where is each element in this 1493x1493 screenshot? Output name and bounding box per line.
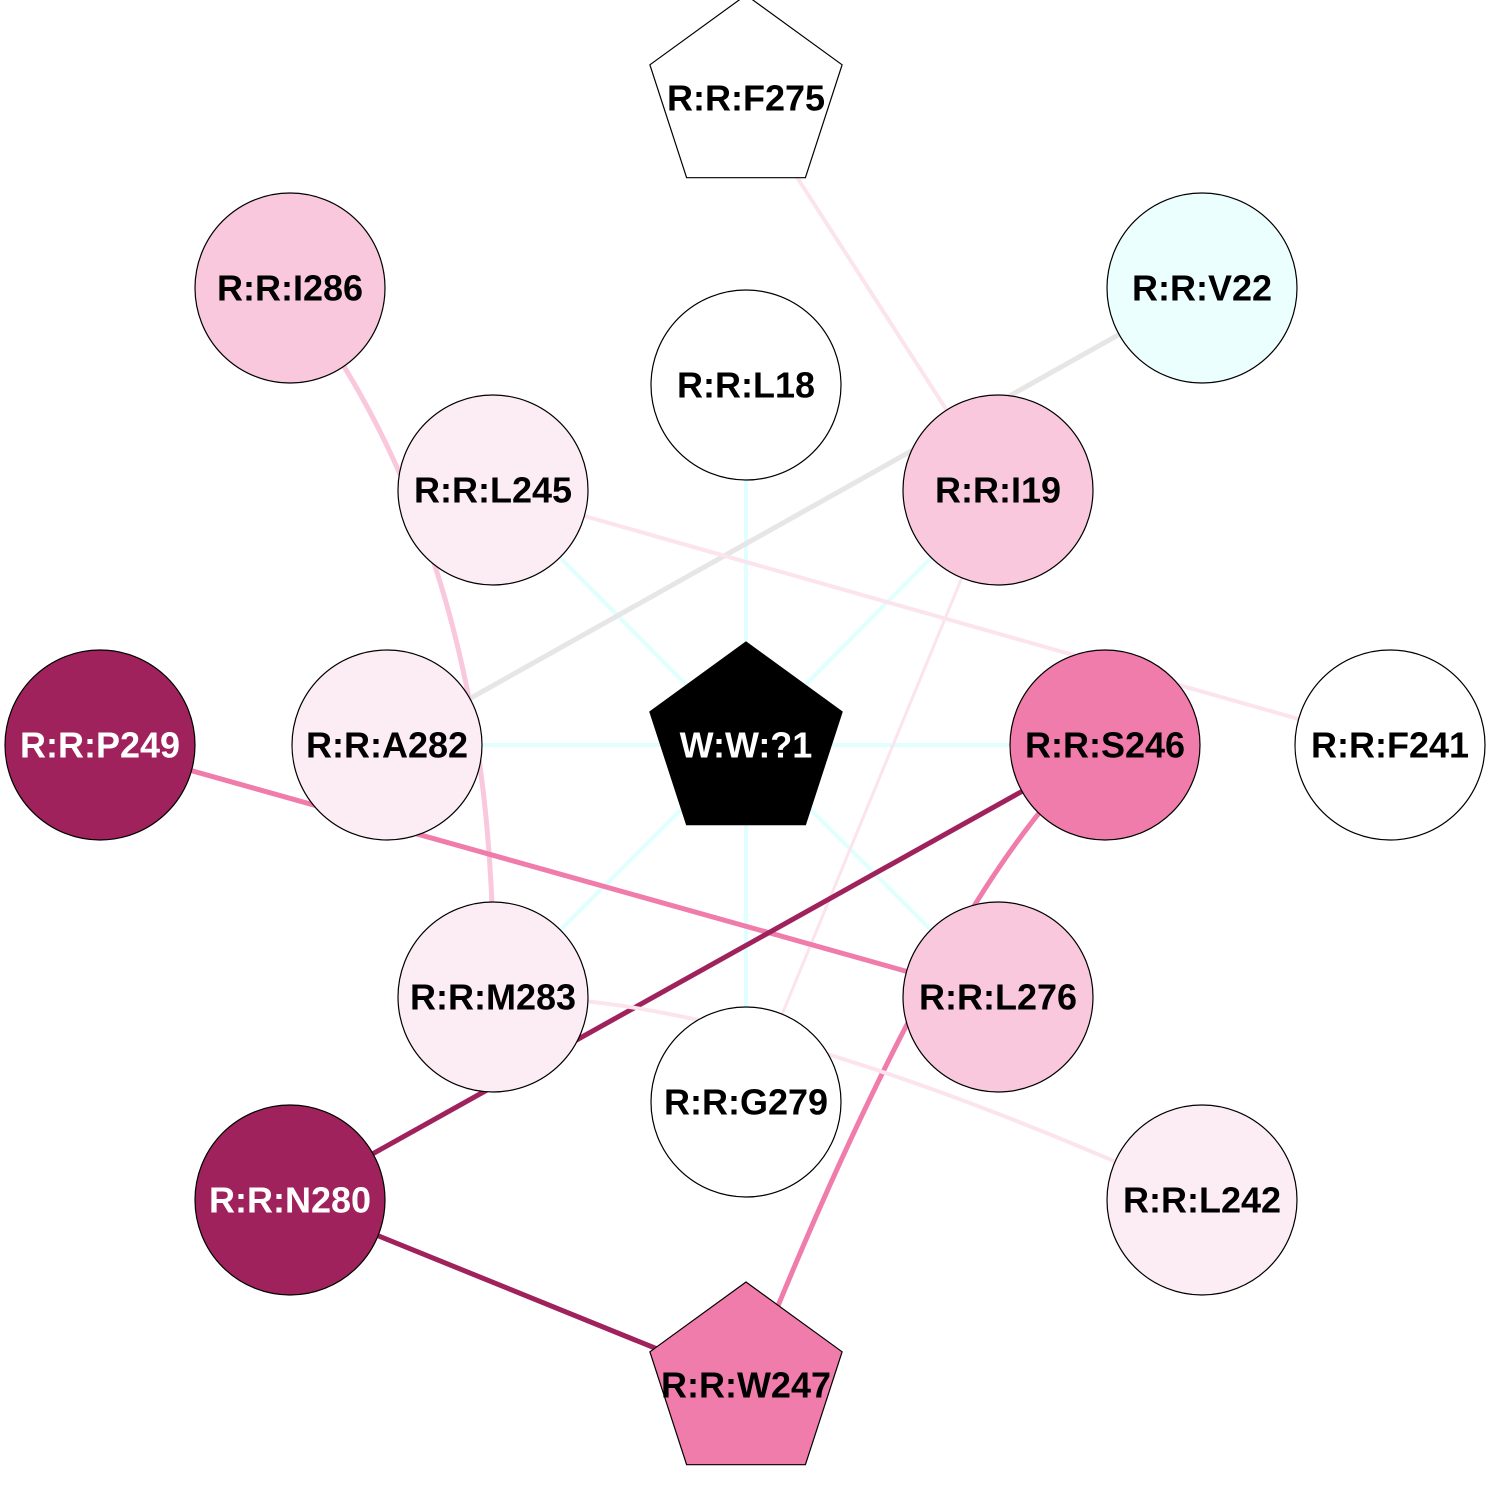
node-f241[interactable]: R:R:F241 [1294, 649, 1486, 841]
node-l242[interactable]: R:R:L242 [1106, 1104, 1298, 1296]
node-circle [397, 394, 589, 586]
node-circle [291, 649, 483, 841]
edge-v22-a282 [385, 285, 1204, 748]
node-pentagon [649, 1281, 843, 1466]
node-label: R:R:M283 [410, 977, 576, 1018]
node-circle [1106, 1104, 1298, 1296]
node-circle [902, 901, 1094, 1093]
node-label: R:R:L276 [919, 977, 1077, 1018]
node-circle [1294, 649, 1486, 841]
edge-s246-n280 [288, 742, 1107, 1203]
node-n280[interactable]: R:R:N280 [194, 1104, 386, 1296]
node-s246[interactable]: R:R:S246 [1009, 649, 1201, 841]
node-label: R:R:W247 [661, 1365, 831, 1406]
edge-p249-l276 [99, 742, 999, 1000]
node-label: W:W:?1 [680, 725, 813, 766]
node-circle [1009, 649, 1201, 841]
node-label: R:R:F241 [1311, 725, 1469, 766]
node-l276[interactable]: R:R:L276 [902, 901, 1094, 1093]
node-p249[interactable]: R:R:P249 [4, 649, 196, 841]
node-label: R:R:A282 [306, 725, 468, 766]
node-label: R:R:P249 [20, 725, 180, 766]
node-circle [397, 901, 589, 1093]
node-label: R:R:F275 [667, 78, 825, 119]
node-circle [650, 1006, 842, 1198]
node-circle [194, 1104, 386, 1296]
node-v22[interactable]: R:R:V22 [1106, 192, 1298, 384]
node-a282[interactable]: R:R:A282 [291, 649, 483, 841]
node-g279[interactable]: R:R:G279 [650, 1006, 842, 1198]
node-label: R:R:V22 [1132, 268, 1272, 309]
node-label: R:R:L245 [414, 470, 572, 511]
node-w247[interactable]: R:R:W247 [649, 1281, 843, 1466]
node-m283[interactable]: R:R:M283 [397, 901, 589, 1093]
node-circle [902, 394, 1094, 586]
node-pentagon [649, 641, 843, 826]
node-circle [194, 192, 386, 384]
node-i19[interactable]: R:R:I19 [902, 394, 1094, 586]
node-label: R:R:I286 [217, 268, 363, 309]
node-label: R:R:N280 [209, 1180, 371, 1221]
edge-l245-f241 [492, 488, 1391, 747]
node-i286[interactable]: R:R:I286 [194, 192, 386, 384]
node-label: R:R:L18 [677, 365, 815, 406]
node-label: R:R:G279 [664, 1082, 828, 1123]
node-label: R:R:I19 [935, 470, 1061, 511]
node-circle [650, 289, 842, 481]
node-l245[interactable]: R:R:L245 [397, 394, 589, 586]
node-label: R:R:L242 [1123, 1180, 1281, 1221]
node-label: R:R:S246 [1025, 725, 1185, 766]
node-circle [1106, 192, 1298, 384]
node-w1[interactable]: W:W:?1 [649, 641, 843, 826]
node-pentagon [649, 0, 843, 179]
node-f275[interactable]: R:R:F275 [649, 0, 843, 179]
node-l18[interactable]: R:R:L18 [650, 289, 842, 481]
edge-i286-m283 [288, 286, 496, 998]
node-circle [4, 649, 196, 841]
